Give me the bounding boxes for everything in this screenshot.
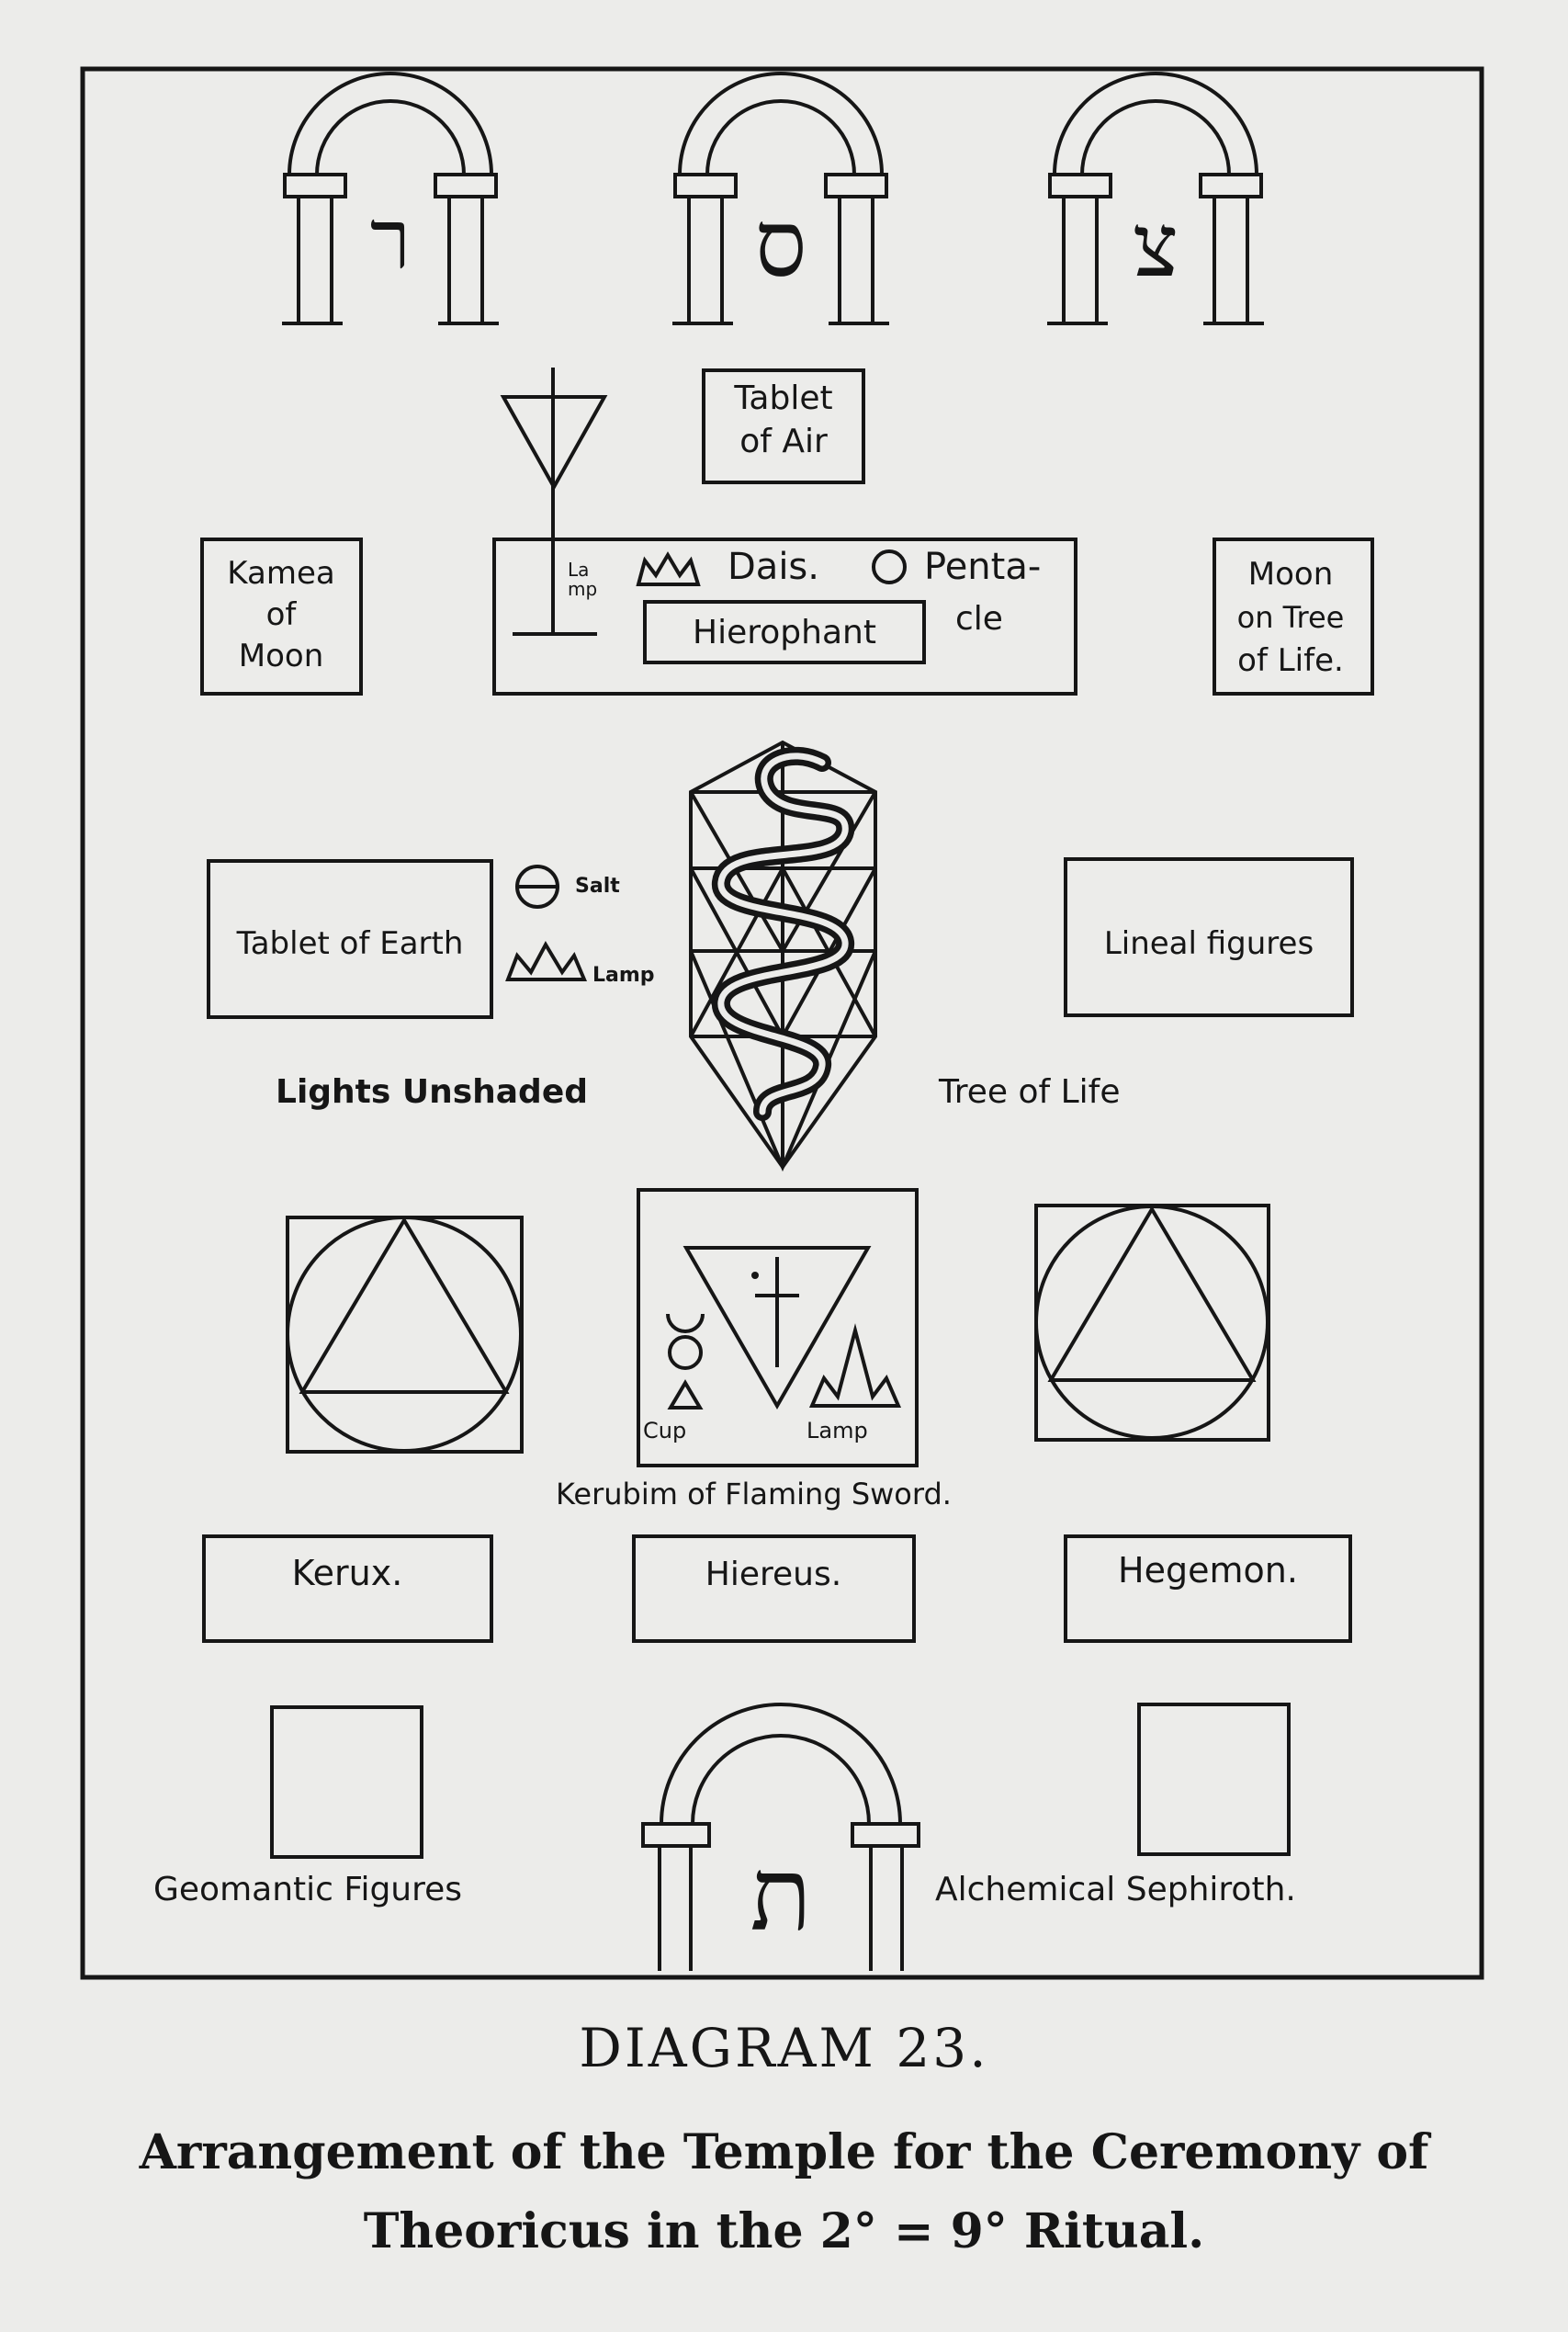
lamp-center-label: Lamp bbox=[807, 1418, 868, 1443]
moon-tree-line-2: on Tree bbox=[1237, 600, 1345, 635]
lamp-left-label: Lamp bbox=[592, 964, 655, 987]
tablet-of-air-line-1: Tablet bbox=[733, 379, 832, 417]
hierophant-label: Hierophant bbox=[693, 614, 876, 651]
kerubim-altar: Cup Lamp bbox=[637, 1188, 919, 1467]
temple-border bbox=[80, 66, 1484, 1980]
geomantic-figures-label: Geomantic Figures bbox=[153, 1871, 462, 1908]
dais-label: Dais. bbox=[728, 546, 819, 588]
kamea-line-3: Moon bbox=[239, 638, 324, 674]
lineal-figures-label: Lineal figures bbox=[1104, 925, 1314, 962]
lineal-figures: Lineal figures bbox=[1064, 857, 1354, 1017]
geomantic-figures-box bbox=[270, 1705, 423, 1859]
salt-and-lamp: Salt Lamp bbox=[505, 865, 655, 987]
hebrew-letter-resh: ר bbox=[370, 192, 411, 289]
pentacle-label-2: cle bbox=[955, 600, 1003, 638]
kerubim-label: Kerubim of Flaming Sword. bbox=[556, 1477, 952, 1511]
caption-line-1: Arrangement of the Temple for the Ceremo… bbox=[139, 2124, 1429, 2180]
caption-line-2: Theoricus in the 2° = 9° Ritual. bbox=[363, 2203, 1205, 2259]
hierophant-box bbox=[643, 600, 926, 664]
triangle-in-circle-right bbox=[1034, 1204, 1270, 1442]
tablet-of-air-line-2: of Air bbox=[739, 423, 828, 460]
kerux-label: Kerux. bbox=[292, 1553, 403, 1593]
lamp-center-icon bbox=[808, 1323, 902, 1408]
hegemon-label: Hegemon. bbox=[1118, 1550, 1298, 1591]
dais: La mp Dais. Penta- cle Hierophant bbox=[492, 538, 1077, 696]
alchemical-sephiroth-box bbox=[1137, 1703, 1291, 1856]
kamea-of-moon: Kamea of Moon bbox=[200, 538, 363, 696]
pentacle-icon bbox=[872, 549, 907, 584]
hebrew-letter-samekh: ס bbox=[755, 190, 807, 298]
hiereus-label: Hiereus. bbox=[705, 1556, 841, 1593]
tablet-of-air: Tablet of Air bbox=[702, 368, 865, 484]
moon-on-tree-of-life: Moon on Tree of Life. bbox=[1213, 538, 1374, 696]
diagram-number: DIAGRAM 23. bbox=[579, 2017, 989, 2079]
tablet-of-earth-label: Tablet of Earth bbox=[236, 925, 464, 962]
alchemical-sephiroth-label: Alchemical Sephiroth. bbox=[935, 1871, 1296, 1908]
tree-of-life-figure bbox=[689, 740, 877, 1172]
tablet-of-earth: Tablet of Earth bbox=[207, 859, 493, 1019]
tree-of-life-label: Tree of Life bbox=[938, 1073, 1120, 1111]
lamp-stand bbox=[500, 368, 608, 636]
kamea-line-1: Kamea bbox=[227, 555, 334, 592]
pentacle-label-1: Penta- bbox=[924, 546, 1041, 588]
dais-lamp-label-2: mp bbox=[568, 578, 597, 600]
triangle-in-circle-left bbox=[286, 1216, 524, 1454]
hebrew-letter-tav: ת bbox=[750, 1836, 811, 1953]
hiereus-box: Hiereus. bbox=[632, 1534, 916, 1643]
kerux-box: Kerux. bbox=[202, 1534, 493, 1643]
arch-center: ס bbox=[672, 72, 889, 325]
moon-tree-line-3: of Life. bbox=[1237, 642, 1344, 679]
kamea-line-2: of bbox=[266, 596, 298, 633]
arch-right: צ bbox=[1047, 72, 1264, 325]
dais-lamp-label-1: La bbox=[568, 559, 589, 581]
moon-tree-line-1: Moon bbox=[1248, 556, 1334, 593]
dais-lamp-icon bbox=[636, 551, 701, 586]
arch-left: ר bbox=[282, 72, 499, 325]
hebrew-letter-tzaddi: צ bbox=[1133, 196, 1179, 297]
cup-label: Cup bbox=[643, 1418, 686, 1443]
salt-label: Salt bbox=[575, 875, 620, 898]
lamp-left-icon bbox=[505, 940, 588, 981]
lights-unshaded-label: Lights Unshaded bbox=[276, 1073, 588, 1111]
cup-icon bbox=[666, 1313, 705, 1409]
arch-bottom: ת bbox=[641, 1703, 920, 1971]
hegemon-box: Hegemon. bbox=[1064, 1534, 1352, 1643]
